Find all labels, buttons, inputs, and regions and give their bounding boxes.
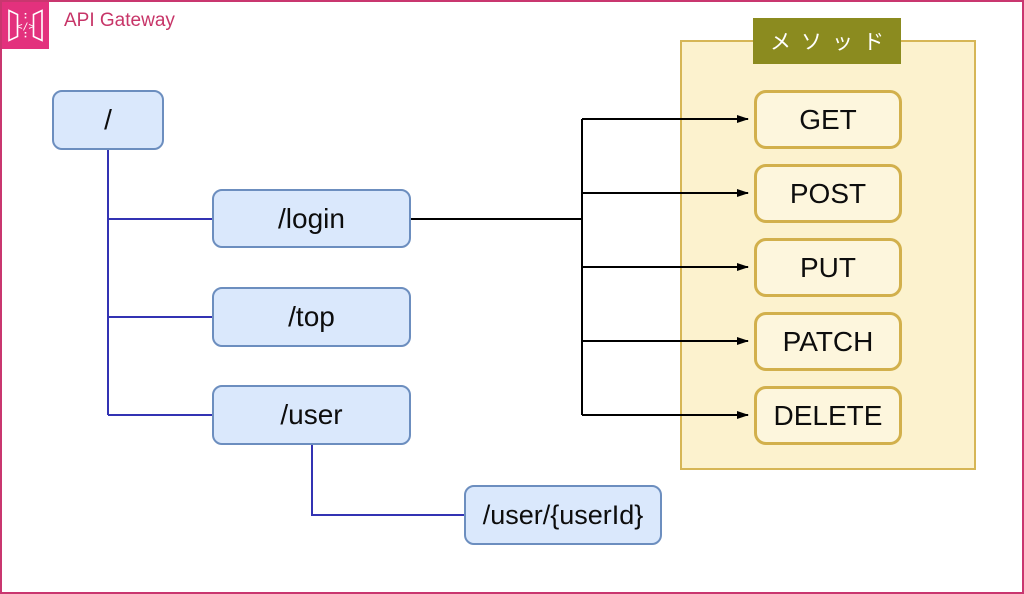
node-user-userid: /user/{userId} [464, 485, 662, 545]
method-connectors [411, 115, 749, 419]
node-user: /user [212, 385, 411, 445]
method-get: GET [754, 90, 902, 149]
method-delete: DELETE [754, 386, 902, 445]
methods-panel-title: メソッド [753, 18, 901, 64]
tree-connectors [107, 150, 464, 516]
diagram-title: API Gateway [64, 10, 175, 31]
api-gateway-icon: </> [2, 2, 49, 49]
node-root: / [52, 90, 164, 150]
method-patch: PATCH [754, 312, 902, 371]
node-top: /top [212, 287, 411, 347]
node-login: /login [212, 189, 411, 248]
method-post: POST [754, 164, 902, 223]
code-glyph: </> [16, 22, 34, 33]
method-put: PUT [754, 238, 902, 297]
